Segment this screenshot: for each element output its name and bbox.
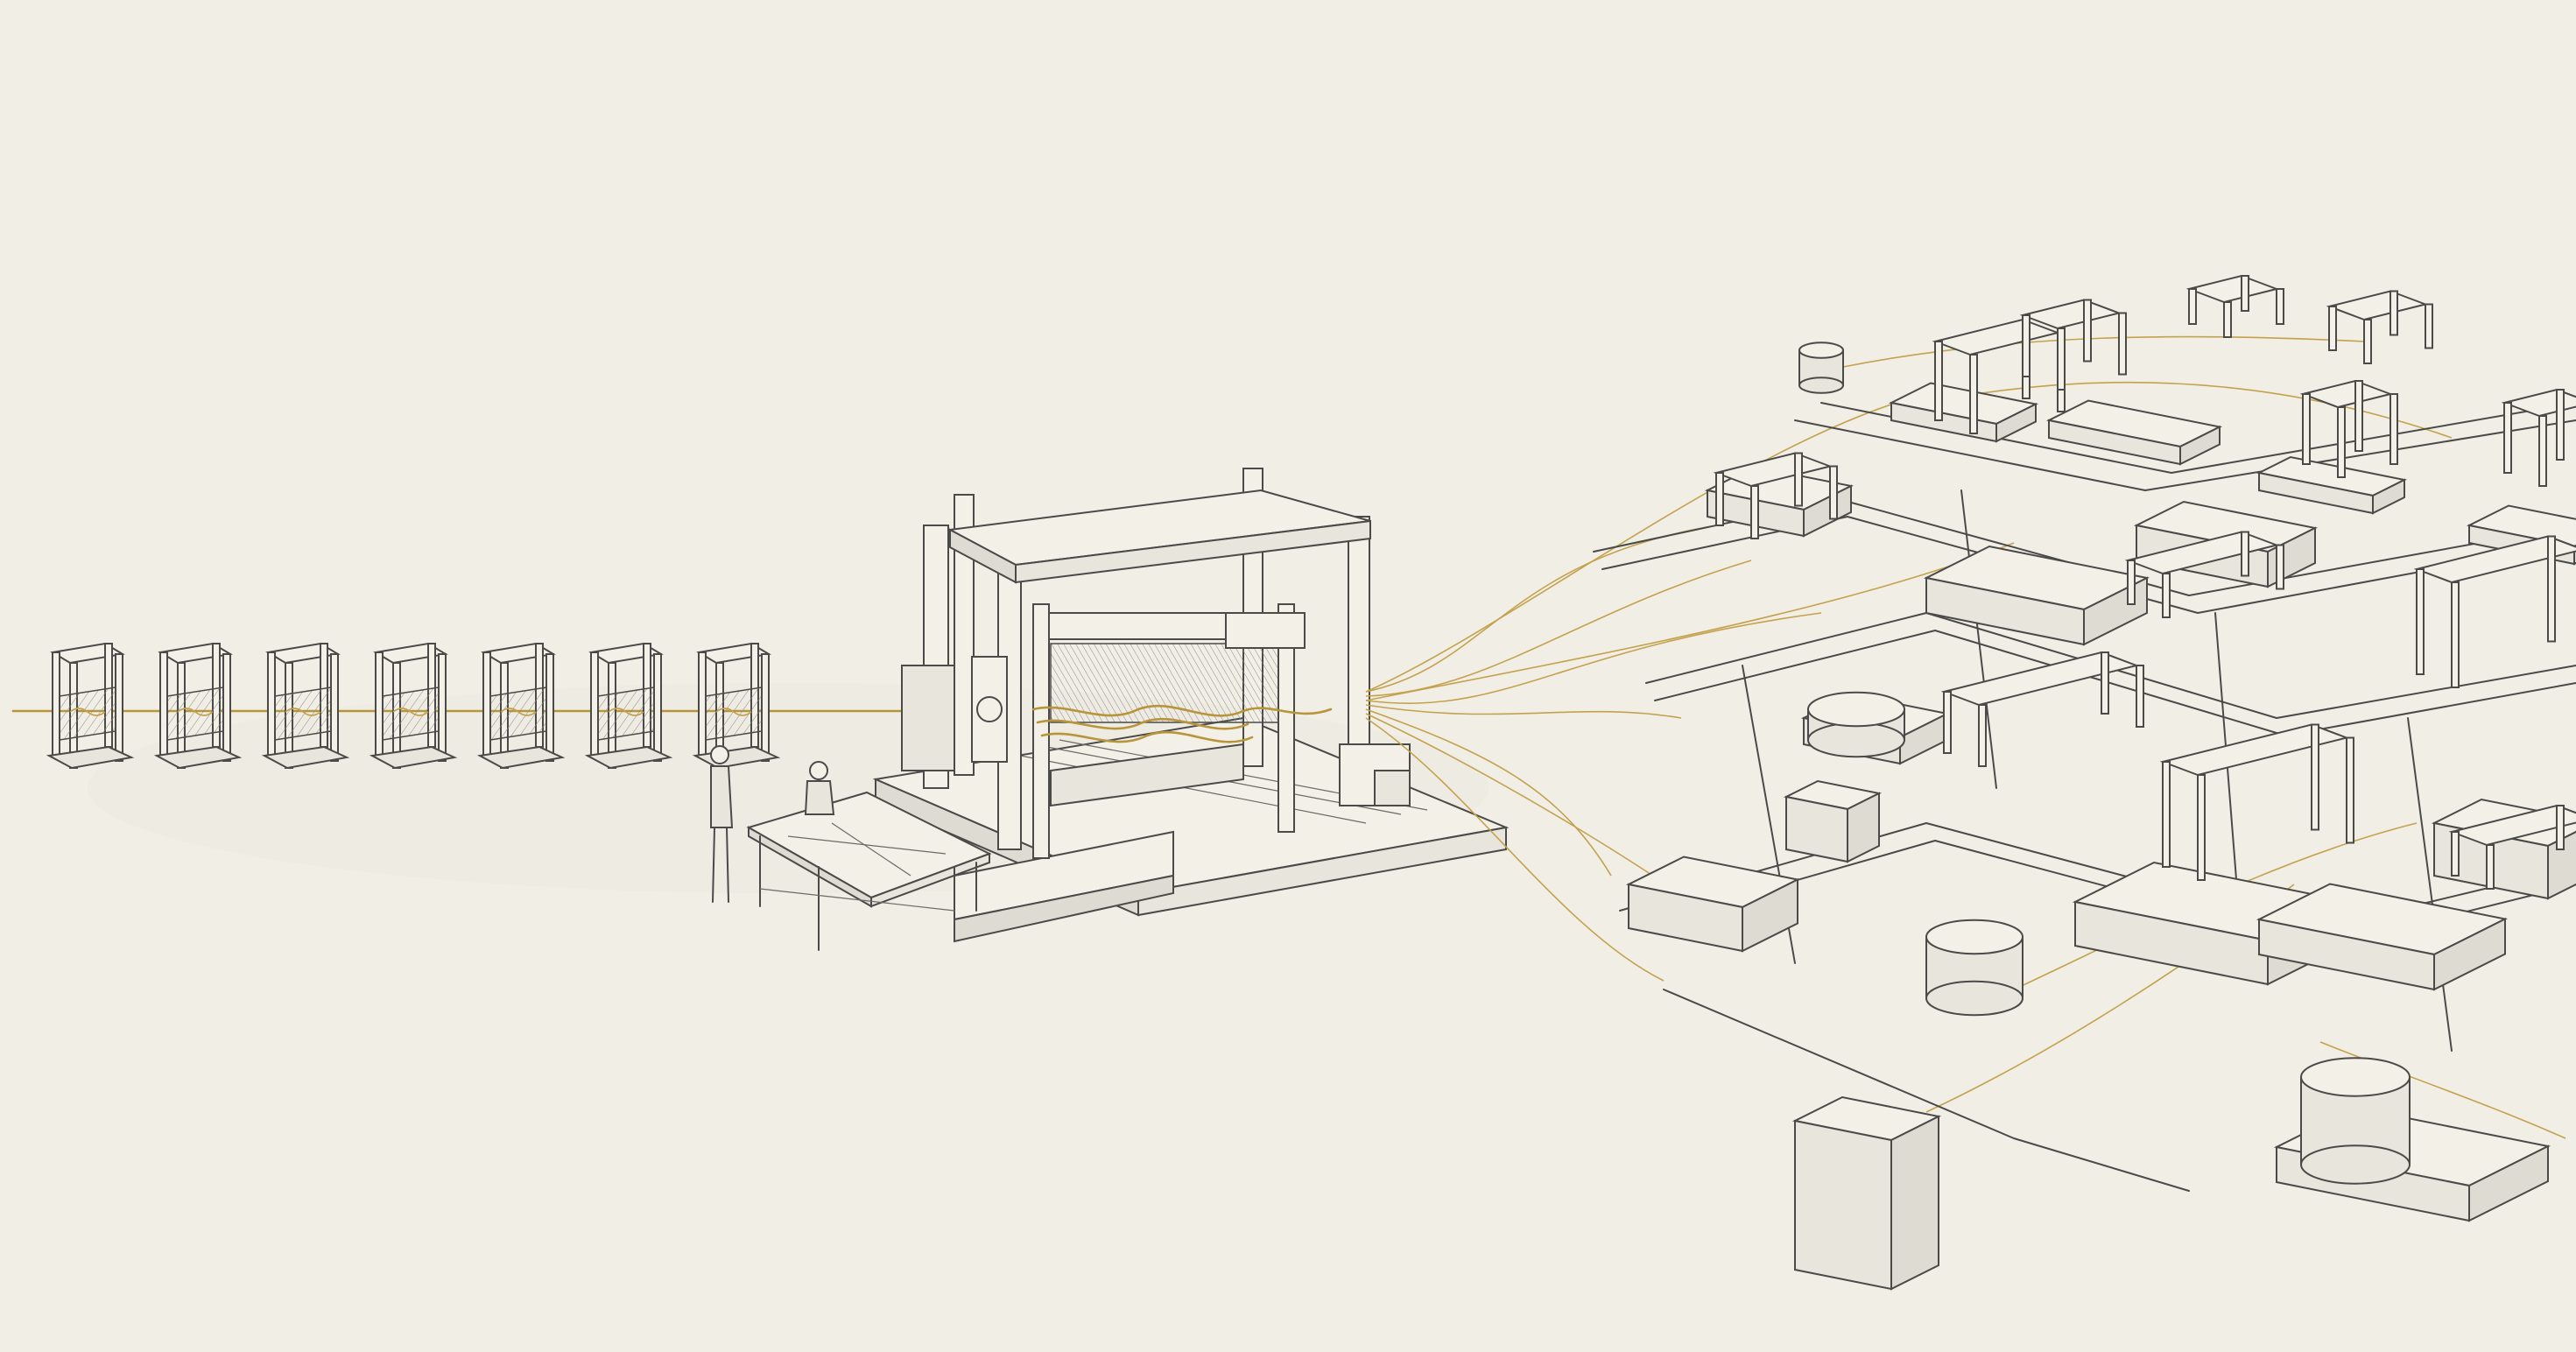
platform [2256, 455, 2408, 515]
frame-unit [2185, 274, 2284, 338]
gold-threads-fan [1365, 335, 2566, 1139]
small-loom [261, 642, 350, 770]
platform [1888, 382, 2039, 443]
frame-unit [2448, 804, 2576, 890]
cylinder-tank [2300, 1057, 2411, 1185]
seated-person [804, 761, 835, 815]
machine-network [1593, 274, 2576, 1291]
frame-unit [2501, 388, 2576, 487]
frame-unit [2413, 535, 2576, 688]
frame-unit [2019, 299, 2127, 391]
small-loom [369, 642, 458, 770]
drafting-table [746, 791, 992, 951]
gold-weave [1031, 704, 1333, 743]
block-unit [2256, 883, 2509, 991]
conduit [1663, 989, 2190, 1192]
conduit [2407, 717, 2453, 1052]
conduit [1960, 489, 1997, 789]
cylinder-tank [1925, 919, 2023, 1017]
platform [2045, 399, 2223, 466]
block-unit [1783, 779, 1883, 863]
conduit [1619, 822, 2576, 929]
block-unit [1625, 856, 1801, 953]
cylinder-tank [1798, 342, 1844, 394]
standing-person [710, 745, 734, 903]
conduit [1794, 419, 2576, 491]
frame-unit [2159, 723, 2354, 881]
frame-unit [2124, 531, 2284, 618]
frame-unit [2299, 379, 2398, 478]
small-loom [584, 642, 673, 770]
frame-unit [2326, 290, 2433, 364]
small-loom [153, 642, 243, 770]
frame-unit [1713, 452, 1838, 539]
small-loom [692, 642, 781, 770]
block-unit [1923, 545, 2150, 646]
frame-unit [1940, 651, 2144, 767]
small-looms-row [46, 642, 781, 770]
cylinder-tank [1807, 691, 1905, 758]
large-loom [872, 468, 1510, 943]
tall-block-unit [1791, 1095, 1942, 1291]
conduit [1654, 630, 2576, 736]
small-loom [476, 642, 566, 770]
warp-threads [1050, 643, 1279, 723]
small-loom [46, 642, 135, 770]
